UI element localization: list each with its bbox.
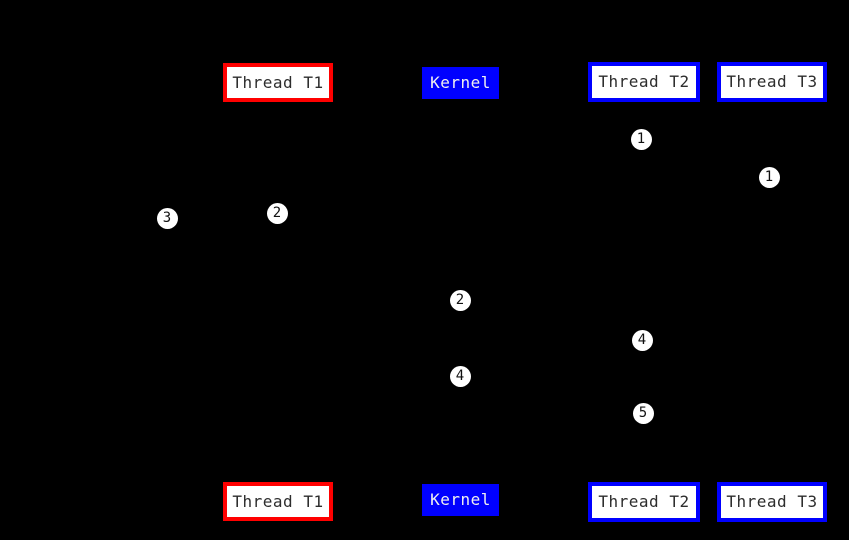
actor-box-thread-t2-top: Thread T2	[588, 62, 700, 102]
actor-box-kernel-bottom: Kernel	[422, 484, 499, 516]
step-marker-2: 2	[449, 289, 471, 311]
actor-box-thread-t1-top: Thread T1	[223, 63, 333, 102]
actor-box-thread-t2-bottom: Thread T2	[588, 482, 700, 522]
step-marker-4: 4	[631, 329, 653, 351]
actor-box-thread-t3-bottom: Thread T3	[717, 482, 827, 522]
actor-box-thread-t3-top: Thread T3	[717, 62, 827, 102]
step-marker-1: 1	[630, 128, 652, 150]
step-marker-3: 3	[156, 207, 178, 229]
step-marker-5: 5	[632, 402, 654, 424]
actor-box-thread-t1-bottom: Thread T1	[223, 482, 333, 521]
step-marker-4: 4	[449, 365, 471, 387]
step-marker-2: 2	[266, 202, 288, 224]
step-marker-1: 1	[758, 166, 780, 188]
actor-box-kernel-top: Kernel	[422, 67, 499, 99]
